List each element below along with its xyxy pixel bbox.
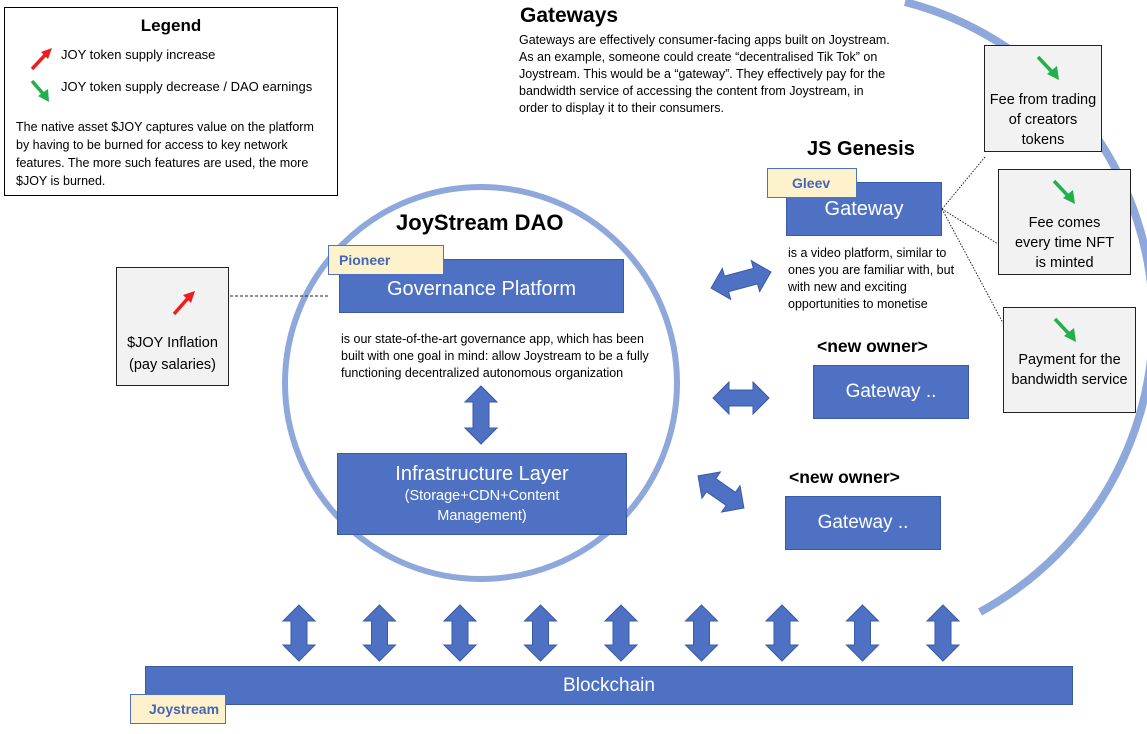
blockchain-connector-arrow <box>442 604 478 662</box>
legend-box: Legend JOY token supply increase JOY tok… <box>4 7 338 196</box>
red-arrow-up-icon <box>172 291 195 316</box>
blockchain-connector-arrow <box>281 604 317 662</box>
blockchain-connector-arrow <box>925 604 961 662</box>
new-gateway-box-2[interactable]: Gateway .. <box>785 496 941 550</box>
legend-item-increase: JOY token supply increase <box>61 47 216 62</box>
new-owner-title-2: <new owner> <box>789 467 900 487</box>
fee-connector-2 <box>941 208 999 245</box>
legend-item-decrease: JOY token supply decrease / DAO earnings <box>61 79 313 94</box>
js-genesis-gateway-label: Gateway <box>824 197 904 220</box>
js-genesis-gateway-box[interactable]: Gateway <box>786 182 942 236</box>
new-gateway-1-link-arrow <box>712 380 770 416</box>
green-arrow-down-icon <box>30 79 49 102</box>
js-genesis-title: JS Genesis <box>807 138 915 160</box>
legend-description: The native asset $JOY captures value on … <box>16 120 314 188</box>
gateways-description: Gateways are effectively consumer-facing… <box>519 33 890 115</box>
green-arrow-down-icon <box>1053 317 1076 342</box>
infrastructure-label: Infrastructure Layer <box>395 462 569 485</box>
blockchain-connector-arrow <box>764 604 800 662</box>
dao-title: JoyStream DAO <box>396 210 564 235</box>
governance-platform-label: Governance Platform <box>387 277 576 300</box>
js-genesis-description: is a video platform, similar to ones you… <box>788 246 955 311</box>
inflation-label: $JOY Inflation (pay salaries) <box>127 335 218 373</box>
legend-title: Legend <box>140 16 202 35</box>
blockchain-connector-arrow <box>845 604 880 662</box>
new-gateway-label-2: Gateway .. <box>817 512 909 533</box>
new-owner-title-1: <new owner> <box>817 336 928 356</box>
blockchain-connector-arrow <box>523 604 558 662</box>
fee-label-bandwidth: Payment for the bandwidth service <box>1011 352 1128 388</box>
inflation-box: $JOY Inflation (pay salaries) <box>116 267 229 386</box>
infrastructure-sublabel: (Storage+CDN+Content Management) <box>404 487 560 524</box>
blockchain-connector-arrow <box>603 604 639 662</box>
fee-connector-1 <box>941 156 986 210</box>
fee-label-creator-tokens: Fee from trading of creators tokens <box>989 92 1097 148</box>
fee-connector-3 <box>941 208 1004 324</box>
governance-infrastructure-arrow <box>463 385 499 445</box>
dao-ring <box>282 184 680 582</box>
fee-box-creator-tokens: Fee from trading of creators tokens <box>984 45 1102 152</box>
joystream-tag: Joystream <box>130 694 226 724</box>
governance-description: is our state-of-the-art governance app, … <box>341 332 649 380</box>
green-arrow-down-icon <box>1036 55 1059 80</box>
new-gateway-label-1: Gateway .. <box>845 381 937 402</box>
red-arrow-up-icon <box>30 48 52 71</box>
green-arrow-down-icon <box>1052 179 1075 204</box>
infrastructure-layer-box[interactable]: Infrastructure Layer (Storage+CDN+Conten… <box>337 453 627 535</box>
blockchain-connector-arrow <box>362 604 397 662</box>
js-genesis-link-arrow <box>710 259 772 301</box>
blockchain-connector-arrow <box>684 604 719 662</box>
gateways-title: Gateways <box>520 4 619 27</box>
blockchain-label: Blockchain <box>563 674 655 696</box>
blockchain-bar[interactable]: Blockchain <box>145 666 1073 705</box>
new-gateway-box-1[interactable]: Gateway .. <box>813 365 969 419</box>
fee-box-nft-minted: Fee comes every time NFT is minted <box>998 169 1131 275</box>
fee-box-bandwidth: Payment for the bandwidth service <box>1003 307 1136 413</box>
gleev-tag: Gleev <box>767 168 857 198</box>
new-gateway-2-link-arrow <box>697 471 745 513</box>
fee-label-nft-minted: Fee comes every time NFT is minted <box>1014 215 1115 271</box>
pioneer-tag: Pioneer <box>328 245 444 275</box>
